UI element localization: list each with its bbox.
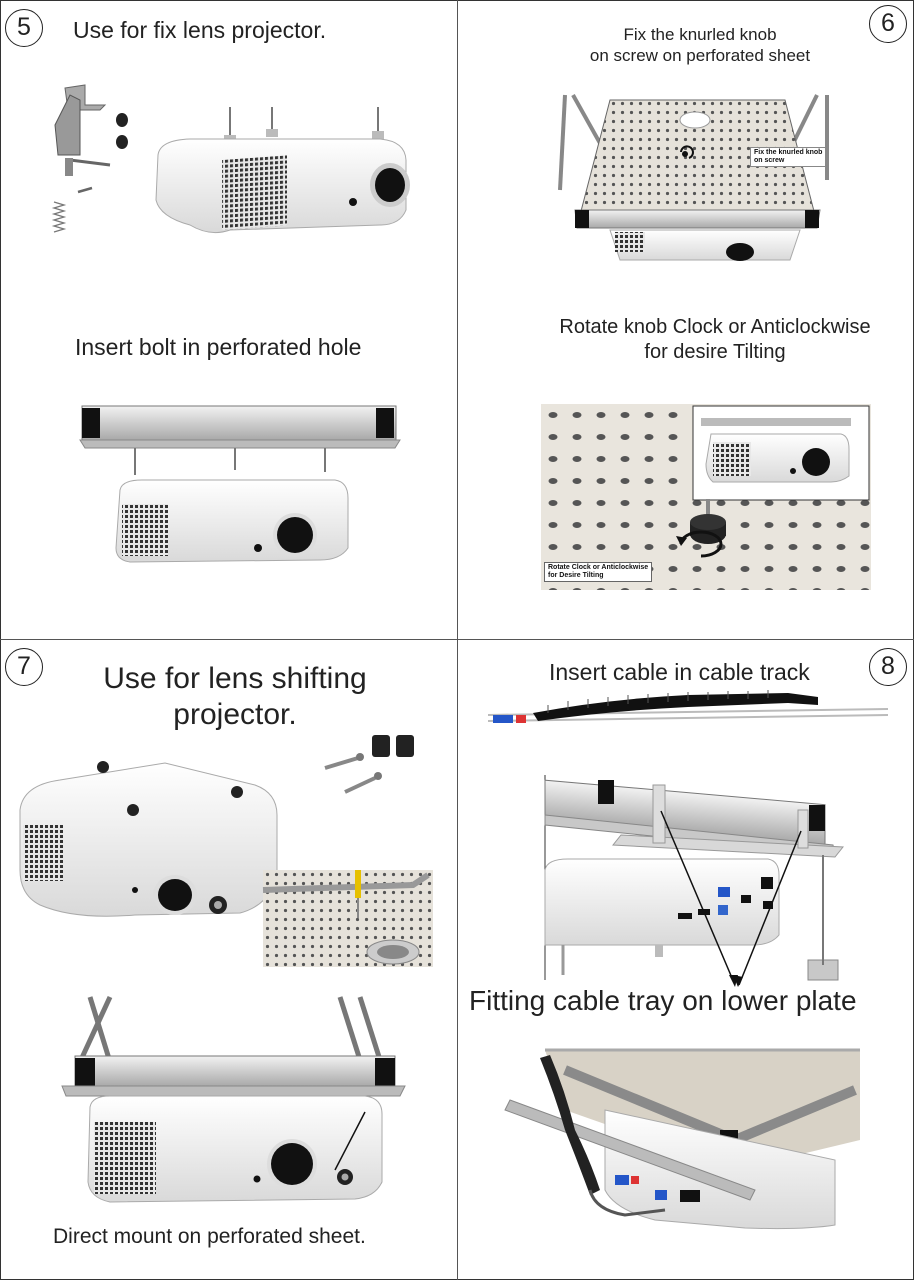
panel-7-title-line2: projector. xyxy=(173,698,297,731)
mounting-hardware-illustration xyxy=(51,84,128,233)
panel-6-title-line1: Fix the knurled knob xyxy=(623,25,777,44)
step-number-8: 8 xyxy=(869,648,907,686)
projector-bolted-to-plate xyxy=(79,405,401,563)
panel-5-title: Use for fix lens projector. xyxy=(73,17,327,43)
panel-8-title: Insert cable in cable track xyxy=(549,659,810,685)
panel-8-caption: Fitting cable tray on lower plate xyxy=(469,985,857,1016)
horizontal-divider xyxy=(0,639,914,640)
panel-7-caption: Direct mount on perforated sheet. xyxy=(53,1225,366,1248)
bolts-and-spacers-illustration xyxy=(324,735,414,794)
panel-5-caption: Insert bolt in perforated hole xyxy=(75,334,362,360)
fixed-lens-projector-top xyxy=(155,107,410,234)
step-number-7: 7 xyxy=(5,648,43,686)
direct-mount-illustration xyxy=(61,995,406,1203)
vertical-divider xyxy=(457,0,458,1280)
cable-track-illustration xyxy=(487,690,889,723)
perforated-sheet-inset xyxy=(262,870,433,967)
cable-tray-lower-plate-illustration xyxy=(544,775,844,987)
panel-6-caption-line1: Rotate knob Clock or Anticlockwise xyxy=(559,316,871,338)
rotate-knob-label: Rotate Clock or Anticlockwise for Desire… xyxy=(544,562,653,582)
lens-shifting-projector-illustration xyxy=(19,761,278,917)
knob-closeup-illustration xyxy=(541,404,871,590)
knob-callout-label: Fix the knurled knob on screw xyxy=(750,147,827,167)
step-number-6: 6 xyxy=(869,5,907,43)
panel-6-caption-line2: for desire Tilting xyxy=(644,341,786,363)
perforated-sheet-frame-illustration xyxy=(558,94,829,261)
panel-6-title-line2: on screw on perforated sheet xyxy=(589,46,811,65)
panel-7-title-line1: Use for lens shifting xyxy=(103,662,367,695)
cable-tray-underside-illustration xyxy=(504,1048,860,1230)
step-number-5: 5 xyxy=(5,9,43,47)
